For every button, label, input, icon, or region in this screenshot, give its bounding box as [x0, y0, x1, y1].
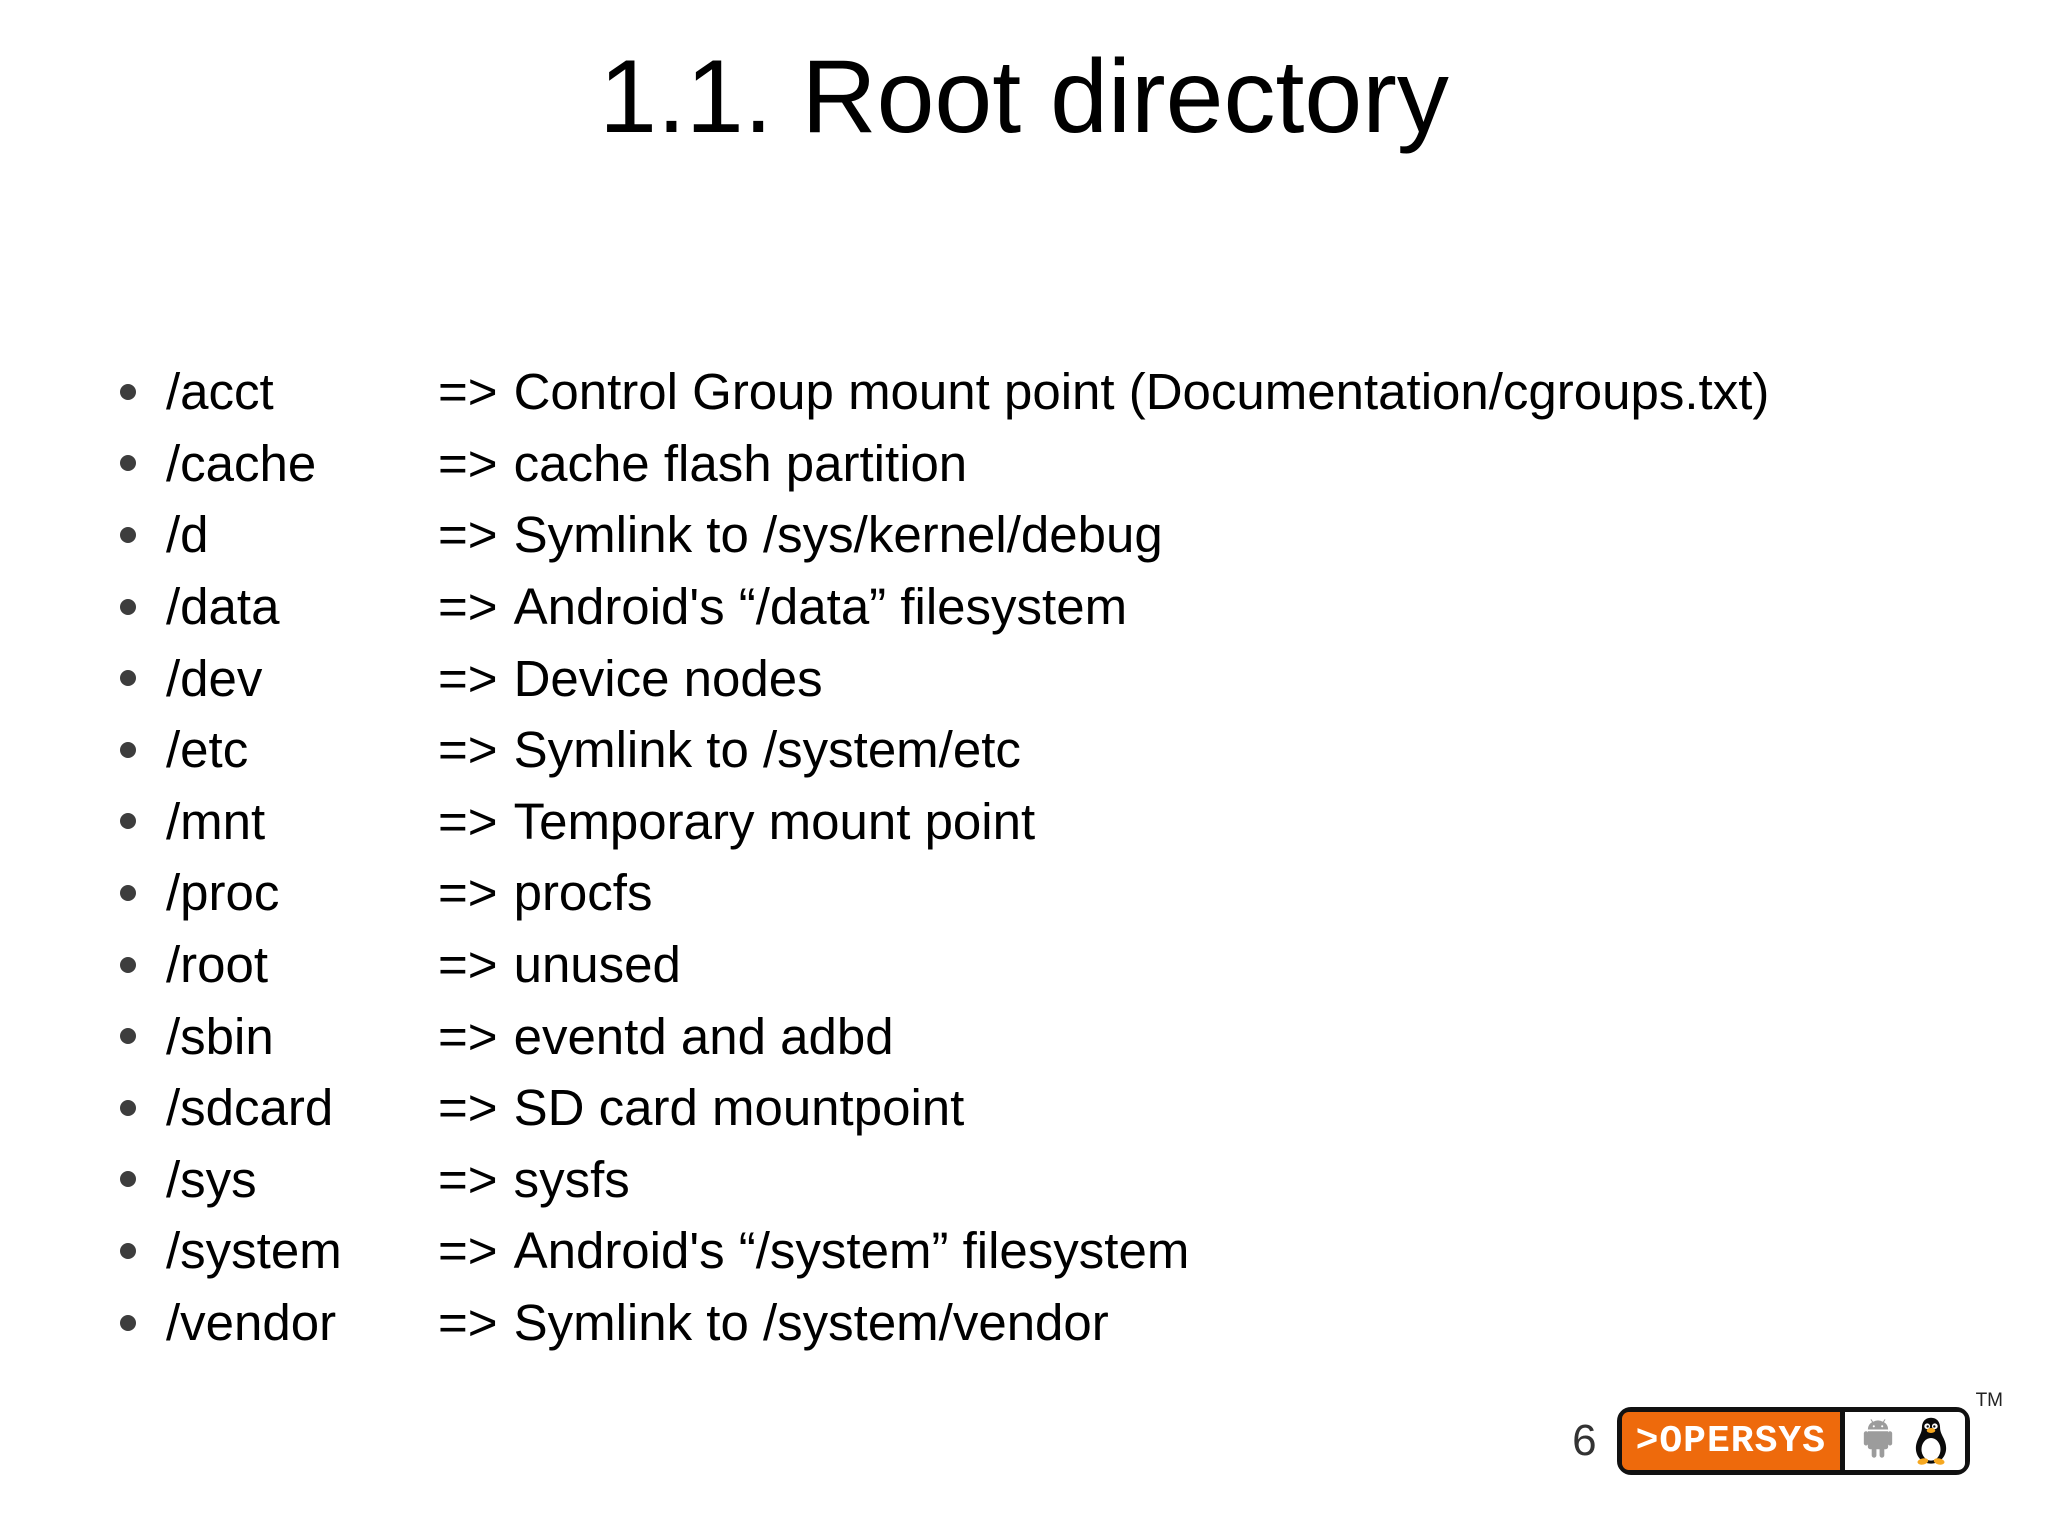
list-item: /acct => Control Group mount point (Docu…	[112, 356, 1769, 428]
entry-arrow: =>	[438, 1007, 498, 1065]
bullet-icon	[120, 1242, 136, 1259]
page-number: 6	[1572, 1416, 1597, 1465]
list-item: /system => Android's “/system” filesyste…	[112, 1215, 1769, 1287]
entry-path: /system	[166, 1222, 342, 1280]
bullet-icon	[120, 1028, 136, 1045]
entry-arrow: =>	[438, 792, 498, 850]
entry-path: /sdcard	[166, 1079, 334, 1137]
page-title: 1.1. Root directory	[599, 39, 1449, 155]
list-item: /etc => Symlink to /system/etc	[112, 714, 1769, 786]
entry-path: /data	[166, 578, 280, 636]
list-item: /sys => sysfs	[112, 1144, 1769, 1216]
entry-description: Android's “/system” filesystem	[513, 1222, 1190, 1280]
opersys-logo-wordmark: >OPERSYS	[1621, 1412, 1845, 1470]
bullet-icon	[120, 455, 136, 472]
root-directory-list: /acct => Control Group mount point (Docu…	[112, 356, 1769, 1358]
trademark-symbol: TM	[1975, 1390, 2003, 1411]
entry-arrow: =>	[438, 1079, 498, 1137]
entry-path: /d	[166, 506, 209, 564]
entry-description: sysfs	[513, 1150, 630, 1208]
entry-description: eventd and adbd	[513, 1007, 894, 1065]
entry-path: /cache	[166, 434, 317, 492]
entry-arrow: =>	[438, 1150, 498, 1208]
entry-arrow: =>	[438, 363, 498, 421]
entry-path: /sys	[166, 1150, 257, 1208]
opersys-logo-icons	[1845, 1412, 1965, 1470]
entry-path: /dev	[166, 649, 263, 707]
list-item: /dev => Device nodes	[112, 642, 1769, 714]
bullet-icon	[120, 1171, 136, 1188]
list-item: /vendor => Symlink to /system/vendor	[112, 1287, 1769, 1359]
bullet-icon	[120, 1314, 136, 1331]
entry-arrow: =>	[438, 578, 498, 636]
entry-description: Symlink to /system/vendor	[513, 1294, 1109, 1352]
list-item: /mnt => Temporary mount point	[112, 786, 1769, 858]
entry-description: cache flash partition	[513, 434, 968, 492]
list-item: /sbin => eventd and adbd	[112, 1000, 1769, 1072]
android-robot-icon	[1863, 1419, 1893, 1458]
list-item: /proc => procfs	[112, 857, 1769, 929]
list-item: /sdcard => SD card mountpoint	[112, 1072, 1769, 1144]
linux-tux-icon	[1915, 1417, 1947, 1465]
bullet-icon	[120, 956, 136, 973]
entry-arrow: =>	[438, 649, 498, 707]
entry-path: /proc	[166, 864, 280, 922]
list-item: /root => unused	[112, 929, 1769, 1001]
opersys-logo: >OPERSYS	[1616, 1390, 2003, 1475]
entry-description: SD card mountpoint	[513, 1079, 965, 1137]
entry-description: Temporary mount point	[513, 792, 1036, 850]
entry-arrow: =>	[438, 1222, 498, 1280]
entry-arrow: =>	[438, 506, 498, 564]
entry-description: Android's “/data” filesystem	[513, 578, 1128, 636]
bullet-icon	[120, 598, 136, 615]
bullet-icon	[120, 741, 136, 758]
entry-arrow: =>	[438, 936, 498, 994]
entry-path: /mnt	[166, 792, 266, 850]
list-item: /cache => cache flash partition	[112, 428, 1769, 500]
bullet-icon	[120, 670, 136, 687]
opersys-logo-text: >OPERSYS	[1635, 1419, 1826, 1463]
list-item: /d => Symlink to /sys/kernel/debug	[112, 499, 1769, 571]
entry-arrow: =>	[438, 721, 498, 779]
bullet-icon	[120, 383, 136, 400]
bullet-icon	[120, 884, 136, 901]
entry-path: /acct	[166, 363, 274, 421]
bullet-icon	[120, 1099, 136, 1116]
footer: 6 >OPERSYS	[1572, 1390, 2003, 1475]
entry-arrow: =>	[438, 434, 498, 492]
entry-description: procfs	[513, 864, 653, 922]
entry-description: Control Group mount point (Documentation…	[513, 363, 1770, 421]
entry-path: /vendor	[166, 1294, 337, 1352]
bullet-icon	[120, 813, 136, 830]
entry-description: Symlink to /system/etc	[513, 721, 1021, 779]
entry-path: /root	[166, 936, 269, 994]
entry-arrow: =>	[438, 864, 498, 922]
entry-description: unused	[513, 936, 681, 994]
entry-arrow: =>	[438, 1294, 498, 1352]
entry-path: /etc	[166, 721, 249, 779]
entry-description: Device nodes	[513, 649, 823, 707]
entry-description: Symlink to /sys/kernel/debug	[513, 506, 1163, 564]
bullet-icon	[120, 526, 136, 543]
list-item: /data => Android's “/data” filesystem	[112, 571, 1769, 643]
entry-path: /sbin	[166, 1007, 274, 1065]
